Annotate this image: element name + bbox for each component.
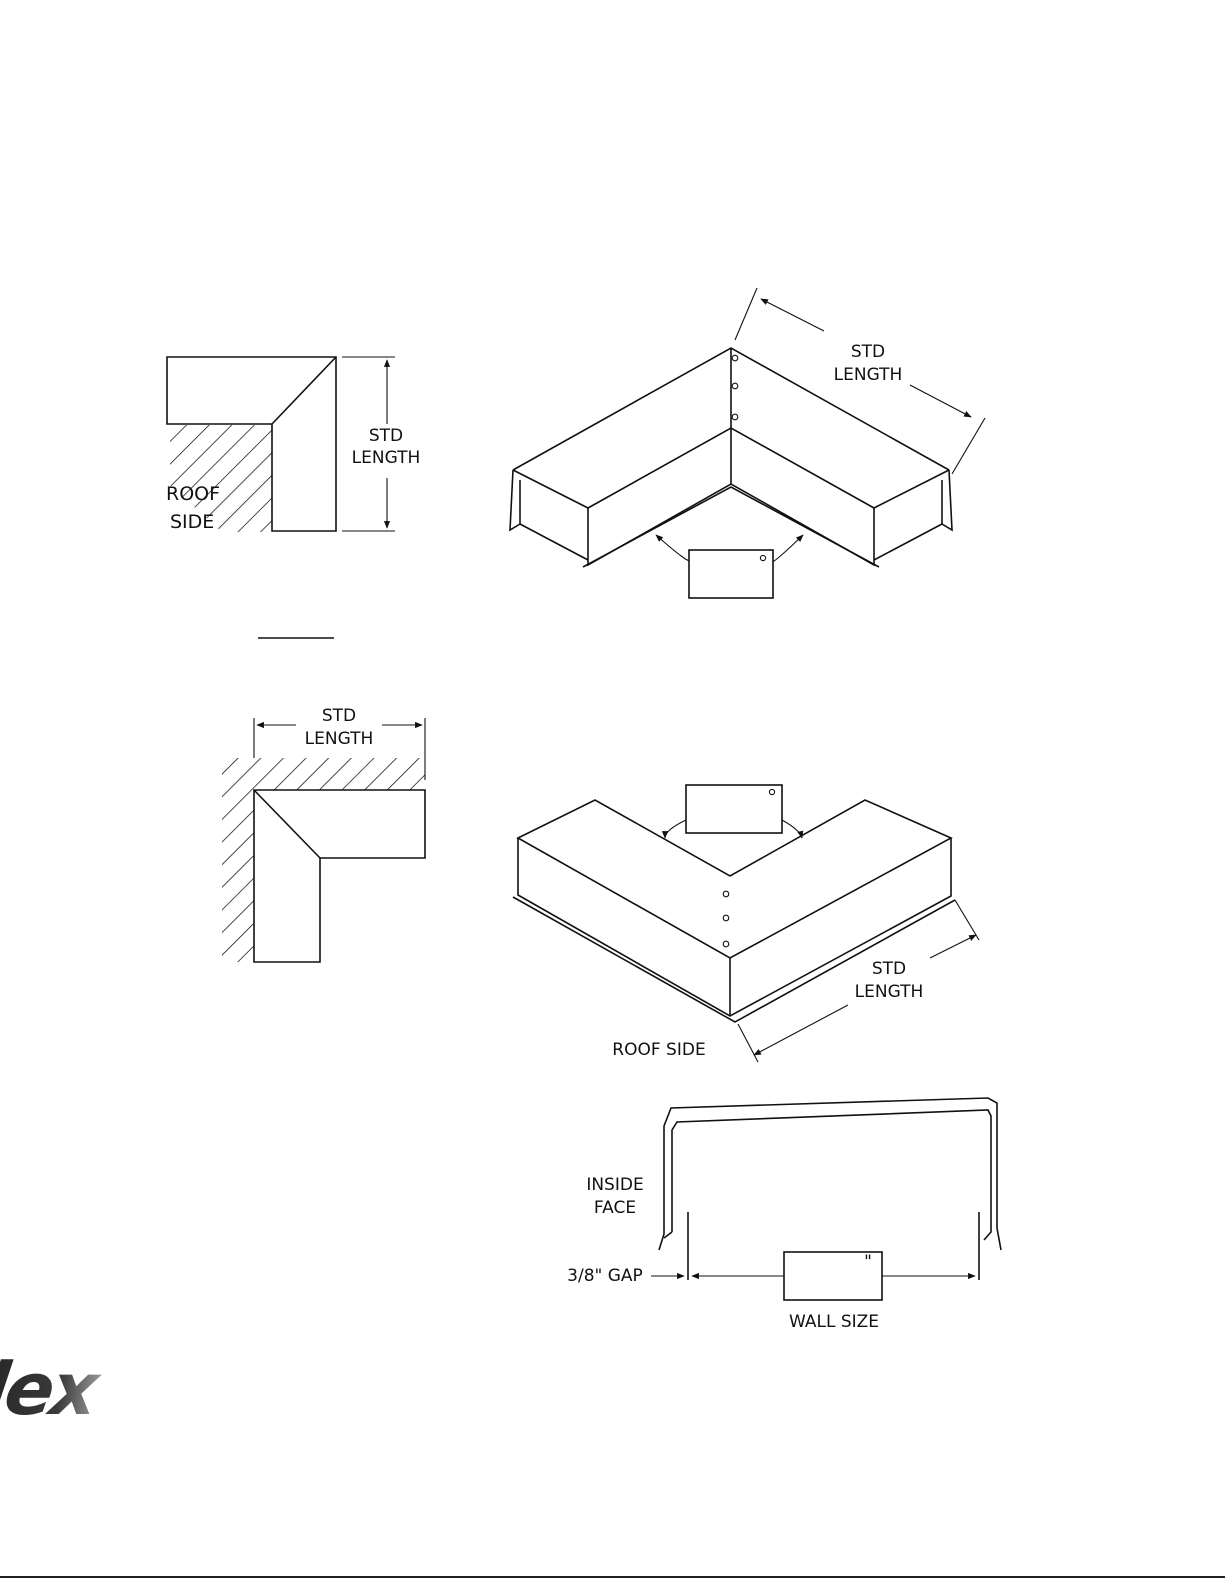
outside-corner-plan-view: STD LENGTH ROOF SIDE	[166, 357, 420, 533]
screw-icon	[732, 383, 738, 389]
roof-side-label-1: ROOF	[166, 483, 220, 505]
std-length-label-2: LENGTH	[855, 982, 924, 1002]
std-length-label-2: LENGTH	[834, 365, 903, 385]
angle-box	[686, 785, 782, 833]
screw-icon	[723, 941, 729, 947]
std-length-dim-line	[930, 935, 976, 958]
outside-corner-isometric: STD LENGTH	[510, 288, 985, 598]
std-length-label-1: STD	[851, 342, 885, 362]
inside-face-label-2: FACE	[594, 1198, 636, 1218]
std-length-label-2: LENGTH	[352, 448, 421, 468]
inch-mark: "	[864, 1252, 872, 1272]
std-length-label-1: STD	[872, 959, 906, 979]
inside-face-label-1: INSIDE	[586, 1175, 643, 1195]
coping-section-profile: " 3/8" GAP INSIDE FACE WALL SIZE	[567, 1098, 1001, 1332]
screw-icon	[723, 891, 729, 897]
wall-hatch	[222, 758, 425, 962]
screw-icon	[732, 414, 738, 420]
inside-corner-plan-view: STD LENGTH	[222, 706, 425, 962]
std-length-label-1: STD	[369, 426, 403, 446]
screw-icon	[732, 355, 738, 361]
logo-text: Flex	[0, 1348, 106, 1432]
gap-label: 3/8" GAP	[567, 1266, 643, 1286]
std-length-label-2: LENGTH	[305, 729, 374, 749]
roof-side-label: ROOF SIDE	[612, 1040, 705, 1060]
wall-size-label: WALL SIZE	[789, 1312, 879, 1332]
screw-icon	[723, 915, 729, 921]
inside-corner-isometric: STD LENGTH ROOF SIDE	[513, 785, 979, 1062]
flex-logo: Flex	[0, 1348, 106, 1432]
std-length-dim-line	[761, 299, 824, 331]
std-length-label-1: STD	[322, 706, 356, 726]
roof-side-label-2: SIDE	[170, 511, 214, 533]
page-bottom-rule	[0, 1576, 1225, 1578]
